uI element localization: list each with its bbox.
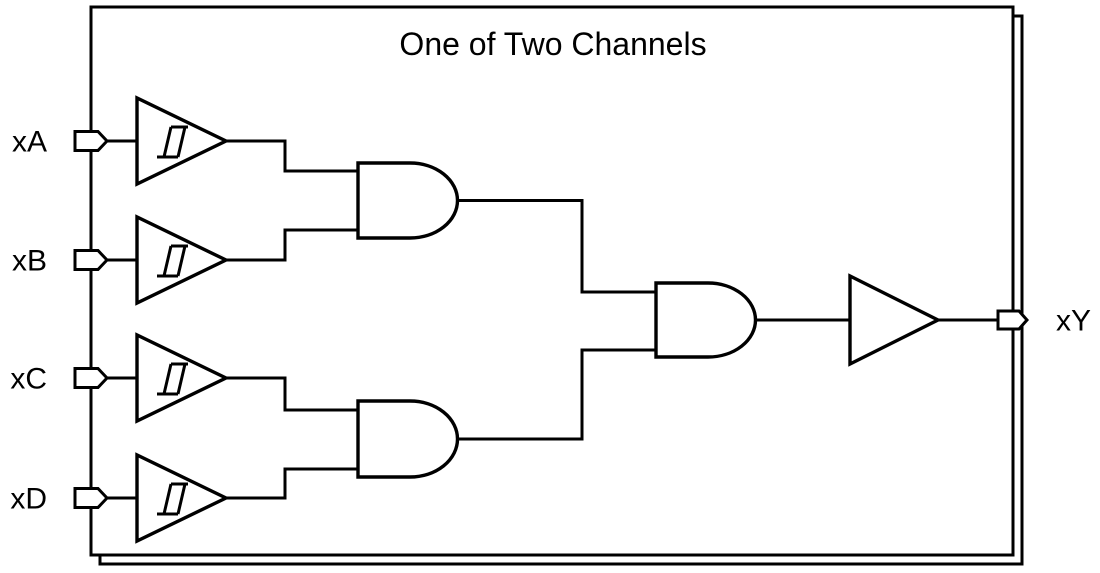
input-pin-xa [73, 130, 110, 152]
output-buffer [848, 273, 942, 367]
hysteresis-icon [157, 244, 188, 278]
wire-xd-to-and2 [226, 467, 358, 500]
wire-xc-to-and2 [226, 376, 358, 412]
and-gate-3 [654, 281, 758, 359]
channel-box-front [89, 5, 1015, 557]
hysteresis-icon [157, 482, 188, 516]
input-pin-xc [73, 367, 110, 389]
input-pin-xb [73, 249, 110, 271]
wire-and2-to-and3 [457, 348, 656, 441]
output-pin-xy [996, 309, 1030, 331]
and-gate-1 [356, 161, 460, 240]
input-label-xd: xD [10, 483, 47, 516]
wire-and1-to-and3 [457, 199, 656, 294]
output-label-xy: xY [1056, 305, 1091, 338]
input-pin-xd [73, 487, 110, 509]
diagram-title: One of Two Channels [399, 26, 706, 62]
input-label-xc: xC [10, 363, 47, 396]
and-gate-2 [356, 399, 460, 479]
hysteresis-icon [157, 125, 188, 159]
input-label-xb: xB [12, 245, 47, 278]
wire-xa-to-and1 [226, 139, 358, 173]
wire-xb-to-and1 [226, 228, 358, 262]
input-label-xa: xA [12, 126, 47, 159]
hysteresis-icon [157, 362, 188, 396]
